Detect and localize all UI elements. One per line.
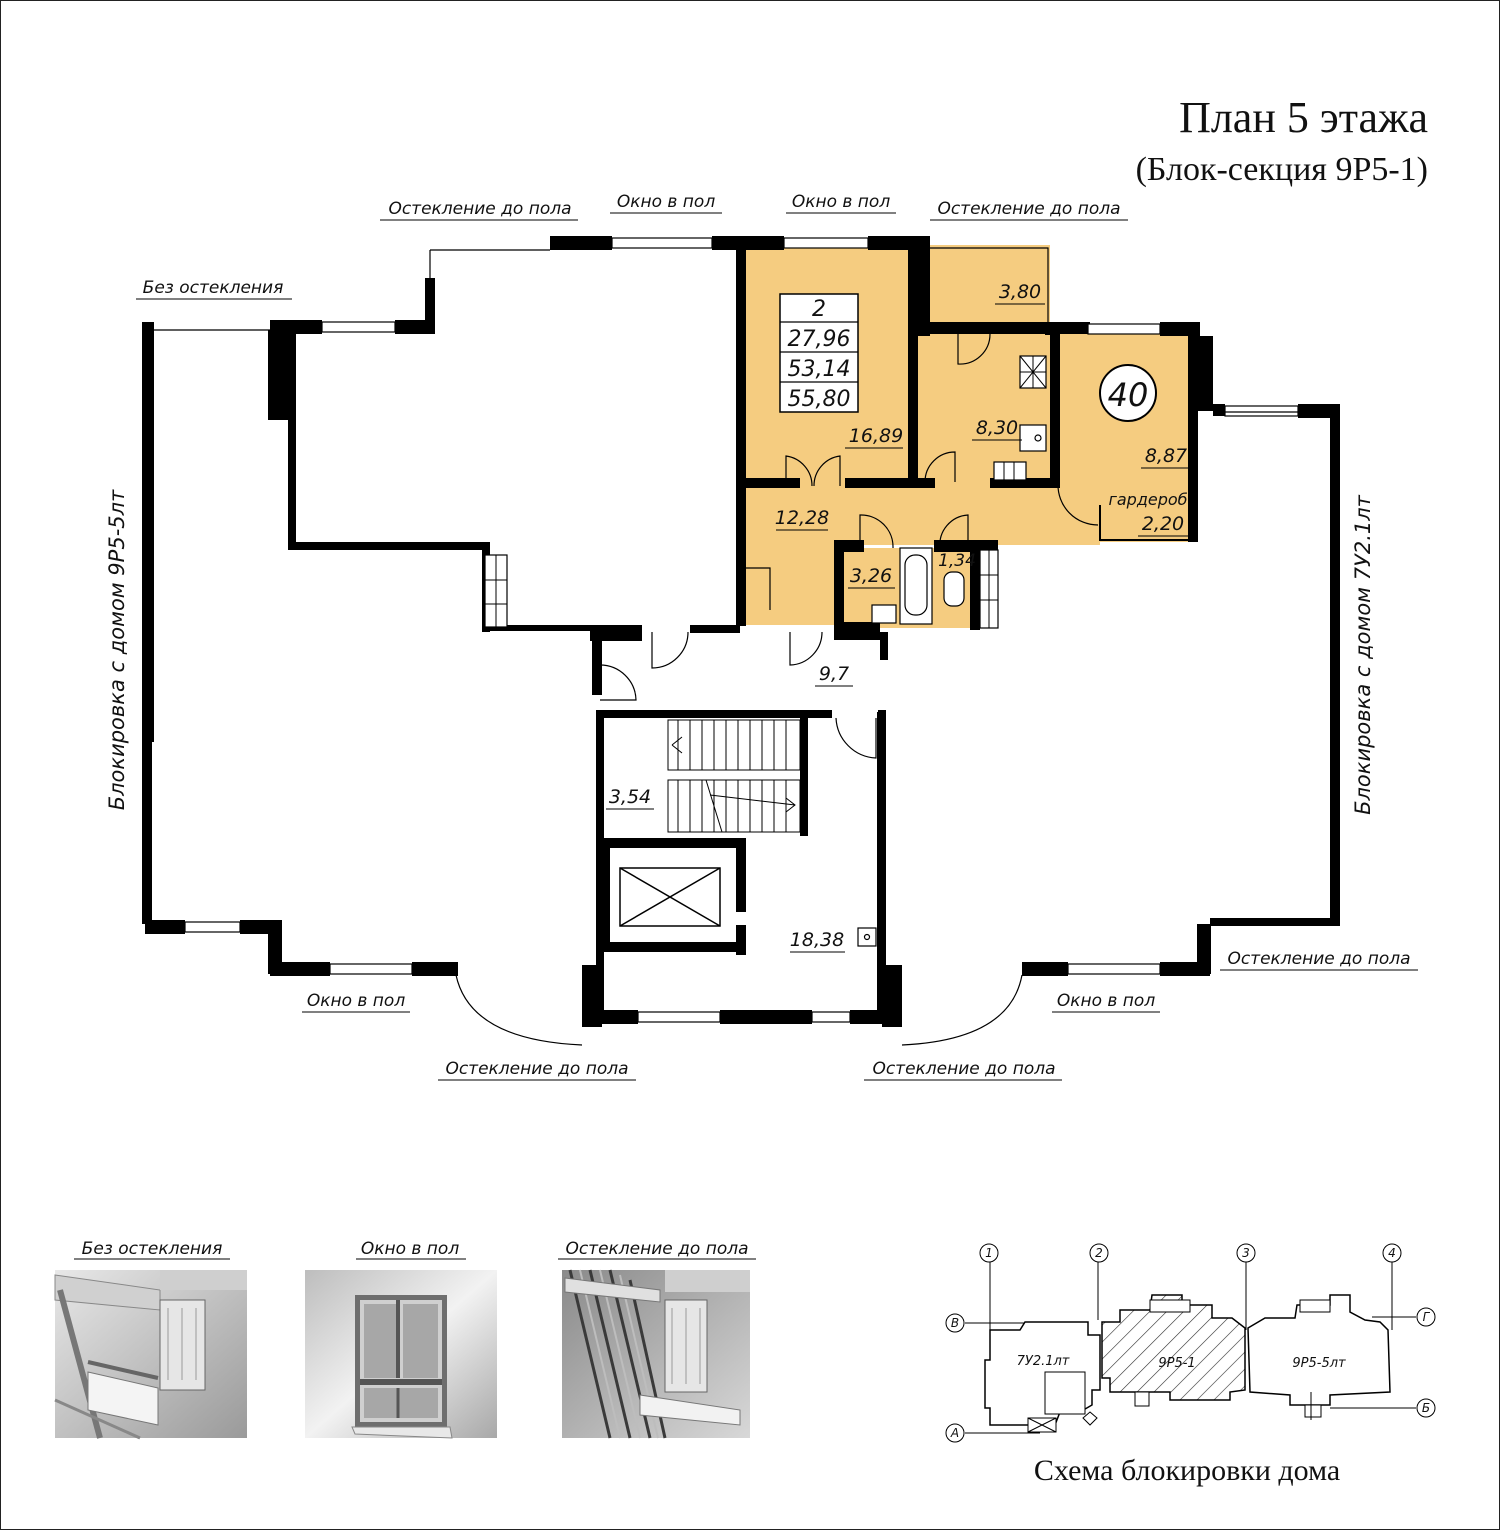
annotation-right-glazing: Остекление до пола bbox=[1227, 949, 1410, 969]
annotation-no-glazing: Без остекления bbox=[143, 278, 284, 298]
axis-label-b: Б bbox=[1422, 1401, 1430, 1415]
axis-label-a: А bbox=[950, 1426, 959, 1440]
room-area-bedroom: 16,89 bbox=[849, 425, 903, 447]
annotation-bottom-glazing-left: Остекление до пола bbox=[445, 1059, 628, 1079]
room-area-lobby: 18,38 bbox=[790, 929, 844, 951]
room-area-kitchen: 8,30 bbox=[976, 417, 1018, 439]
annotation-top-window-right: Окно в пол bbox=[792, 192, 891, 212]
staircase[interactable] bbox=[667, 719, 801, 833]
legend-image-window bbox=[305, 1270, 497, 1439]
scheme-label-9p5-1: 9Р5-1 bbox=[1158, 1356, 1195, 1371]
legend: Без остекления Окно в пол О bbox=[54, 1239, 756, 1440]
legend-caption-window: Окно в пол bbox=[361, 1239, 460, 1259]
apartment-40-area[interactable] bbox=[740, 245, 1193, 628]
door-swings bbox=[599, 333, 1099, 759]
page-subtitle: (Блок-секция 9Р5-1) bbox=[1136, 151, 1428, 188]
apartment-stamp: 2 27,96 53,14 55,80 bbox=[779, 293, 859, 413]
apartment-number-badge: 40 bbox=[1099, 364, 1157, 422]
windows bbox=[184, 237, 1299, 1023]
apartment-area: 53,14 bbox=[788, 357, 851, 382]
annotation-top-glazing-left: Остекление до пола bbox=[388, 199, 571, 219]
room-labels: 16,89 3,80 8,30 8,87 гардероб 2,20 12,28… bbox=[606, 281, 1191, 953]
axis-label-g: Г bbox=[1423, 1310, 1431, 1324]
elevator-shaft[interactable] bbox=[619, 867, 721, 927]
stove-burners bbox=[1003, 355, 1047, 480]
wardrobe-label: гардероб bbox=[1108, 490, 1187, 509]
room-area-balcony: 3,80 bbox=[999, 281, 1041, 303]
axis-label-4: 4 bbox=[1388, 1246, 1396, 1260]
page-title: План 5 этажа bbox=[1179, 93, 1428, 142]
scheme-label-7u2: 7У2.1лт bbox=[1017, 1354, 1070, 1369]
annotation-top-glazing-right: Остекление до пола bbox=[937, 199, 1120, 219]
living-area: 27,96 bbox=[788, 327, 851, 352]
legend-caption-full-glazing: Остекление до пола bbox=[565, 1239, 748, 1259]
total-area: 55,80 bbox=[788, 387, 851, 412]
apartment-number: 40 bbox=[1108, 376, 1149, 414]
axis-label-1: 1 bbox=[985, 1246, 993, 1260]
room-area-hall: 12,28 bbox=[775, 507, 829, 529]
annotation-bottom-window-right: Окно в пол bbox=[1057, 991, 1156, 1011]
axis-label-v: В bbox=[951, 1316, 959, 1330]
annotation-top-window-left: Окно в пол bbox=[617, 192, 716, 212]
annotation-left-side: Блокировка с домом 9Р5-5лт bbox=[105, 489, 129, 810]
room-area-wc: 1,34 bbox=[938, 551, 976, 571]
thick-walls bbox=[142, 236, 1340, 1027]
annotation-bottom-glazing-mid: Остекление до пола bbox=[872, 1059, 1055, 1079]
scheme-block-9p5-5 bbox=[1247, 1294, 1391, 1406]
room-area-bath: 3,26 bbox=[850, 565, 892, 587]
scheme-title: Схема блокировки дома bbox=[1034, 1454, 1340, 1487]
glazing-annotations: Остекление до пола Окно в пол Окно в пол… bbox=[105, 192, 1418, 1081]
window-mullions bbox=[485, 550, 998, 628]
scheme-label-9p5-5: 9Р5-5лт bbox=[1292, 1356, 1346, 1371]
block-scheme: 1 2 3 4 В Г А Б 7У2.1лт 9Р5-1 9Р5-5лт Сх… bbox=[945, 1243, 1436, 1487]
room-area-wardrobe: 2,20 bbox=[1142, 513, 1184, 535]
room-area-stairs: 3,54 bbox=[609, 786, 651, 808]
annotation-bottom-window-left: Окно в пол bbox=[307, 991, 406, 1011]
room-area-corridor: 9,7 bbox=[819, 663, 849, 685]
glazing-lines bbox=[150, 247, 1330, 1046]
legend-image-full-glazing bbox=[562, 1269, 750, 1439]
legend-caption-no-glazing: Без остекления bbox=[82, 1239, 223, 1259]
legend-image-no-glazing bbox=[54, 1270, 247, 1440]
annotation-right-side: Блокировка с домом 7У2.1лт bbox=[1351, 494, 1375, 815]
axis-label-2: 2 bbox=[1095, 1246, 1103, 1260]
rooms-count: 2 bbox=[812, 297, 826, 322]
room-area-room2: 8,87 bbox=[1145, 445, 1187, 467]
axis-label-3: 3 bbox=[1242, 1246, 1250, 1260]
